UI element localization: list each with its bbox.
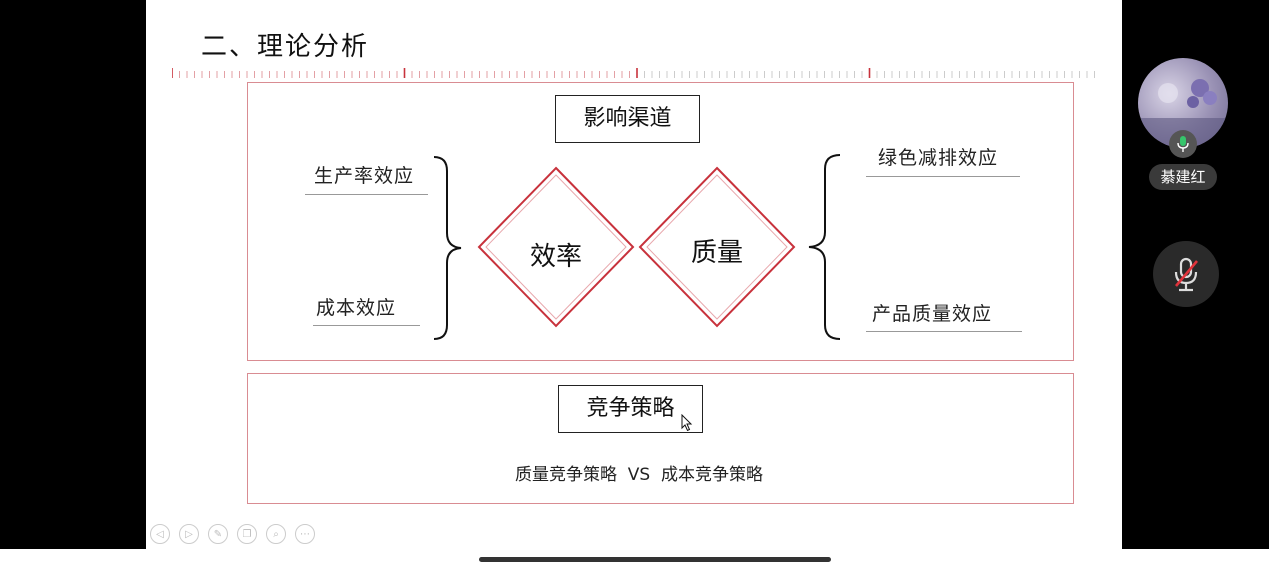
competition-strategy-panel: 竞争策略 质量竞争策略 VS 成本竞争策略 [247,373,1074,504]
more-icon[interactable]: ⋯ [295,524,315,544]
mute-button[interactable] [1153,241,1219,307]
slide-control-bar: ◁ ▷ ✎ ❐ ⌕ ⋯ [150,524,315,544]
green-emission-effect-label: 绿色减排效应 [878,147,999,169]
copy-icon[interactable]: ❐ [237,524,257,544]
cost-effect-underline [313,325,420,326]
productivity-effect-label: 生产率效应 [314,165,415,187]
quality-diamond [638,166,796,328]
left-curly-brace [433,156,462,340]
mic-active-badge [1169,130,1197,158]
cost-effect-label: 成本效应 [316,297,397,319]
green-emission-effect-underline [866,176,1020,177]
zoom-icon[interactable]: ⌕ [266,524,286,544]
right-curly-brace [808,154,841,340]
microphone-icon [1177,136,1189,152]
slide-title: 二、理论分析 [201,32,370,62]
home-indicator[interactable] [479,557,831,562]
product-quality-effect-underline [866,331,1022,332]
pen-icon[interactable]: ✎ [208,524,228,544]
prev-icon[interactable]: ◁ [150,524,170,544]
quality-diamond-label: 质量 [690,238,743,268]
influence-channel-heading: 影响渠道 [555,95,700,143]
presentation-slide: 二、理论分析 影响渠道 生产率效应 成本效应 绿色减排效应 产品质量效应 效率 [146,0,1122,549]
efficiency-diamond [477,166,635,328]
product-quality-effect-label: 产品质量效应 [872,303,993,325]
efficiency-diamond-label: 效率 [529,242,582,272]
competition-strategy-heading: 竞争策略 [558,385,703,433]
microphone-muted-icon [1174,257,1198,292]
mouse-cursor-icon [681,414,693,432]
influence-channel-panel: 影响渠道 生产率效应 成本效应 绿色减排效应 产品质量效应 效率 质量 [247,82,1074,361]
strategy-comparison-text: 质量竞争策略 VS 成本竞争策略 [515,465,764,485]
title-ruler-decoration [172,68,1095,78]
participant-name: 綦建红 [1149,164,1217,190]
next-icon[interactable]: ▷ [179,524,199,544]
productivity-effect-underline [305,194,428,195]
